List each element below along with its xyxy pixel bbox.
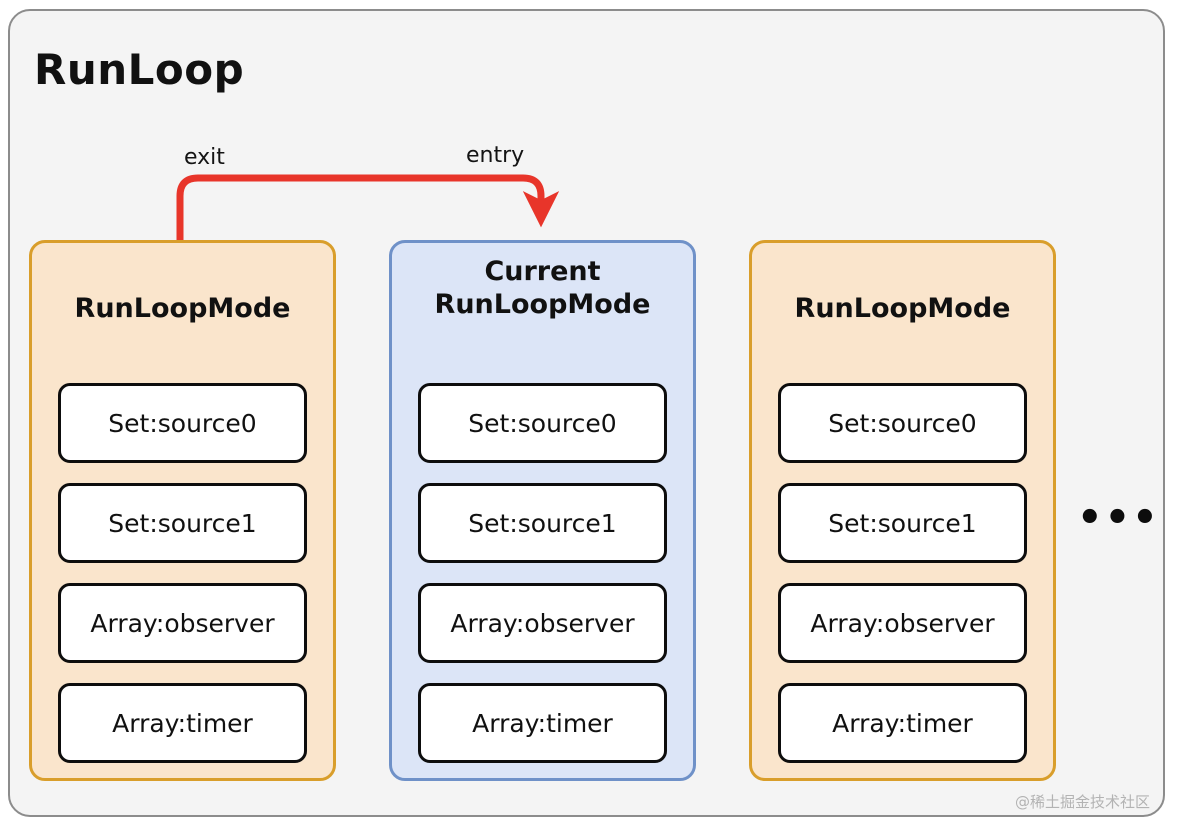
list-item[interactable]: Set:source1	[418, 483, 667, 563]
current-runloop-mode-column[interactable]: Current RunLoopMode Set:source0 Set:sour…	[389, 240, 696, 781]
list-item[interactable]: Set:source1	[58, 483, 307, 563]
list-item[interactable]: Set:source0	[418, 383, 667, 463]
list-item[interactable]: Set:source0	[58, 383, 307, 463]
more-modes-ellipsis: •••	[1077, 495, 1160, 541]
list-item[interactable]: Set:source1	[778, 483, 1027, 563]
watermark: @稀土掘金技术社区	[1014, 793, 1150, 811]
mode-title: RunLoopMode	[794, 293, 1011, 324]
mode-item-list: Set:source0 Set:source1 Array:observer A…	[778, 383, 1027, 763]
mode-title: RunLoopMode	[74, 293, 291, 324]
arrow-label-exit: exit	[184, 145, 225, 170]
mode-item-list: Set:source0 Set:source1 Array:observer A…	[418, 383, 667, 763]
list-item[interactable]: Array:timer	[58, 683, 307, 763]
mode-item-list: Set:source0 Set:source1 Array:observer A…	[58, 383, 307, 763]
mode-title: Current RunLoopMode	[434, 256, 651, 320]
list-item[interactable]: Array:timer	[778, 683, 1027, 763]
runloop-mode-column-3[interactable]: RunLoopMode Set:source0 Set:source1 Arra…	[749, 240, 1056, 781]
runloop-mode-column-1[interactable]: RunLoopMode Set:source0 Set:source1 Arra…	[29, 240, 336, 781]
list-item[interactable]: Set:source0	[778, 383, 1027, 463]
list-item[interactable]: Array:timer	[418, 683, 667, 763]
list-item[interactable]: Array:observer	[58, 583, 307, 663]
page-title: RunLoop	[34, 45, 245, 94]
arrow-label-entry: entry	[466, 143, 525, 168]
list-item[interactable]: Array:observer	[418, 583, 667, 663]
list-item[interactable]: Array:observer	[778, 583, 1027, 663]
